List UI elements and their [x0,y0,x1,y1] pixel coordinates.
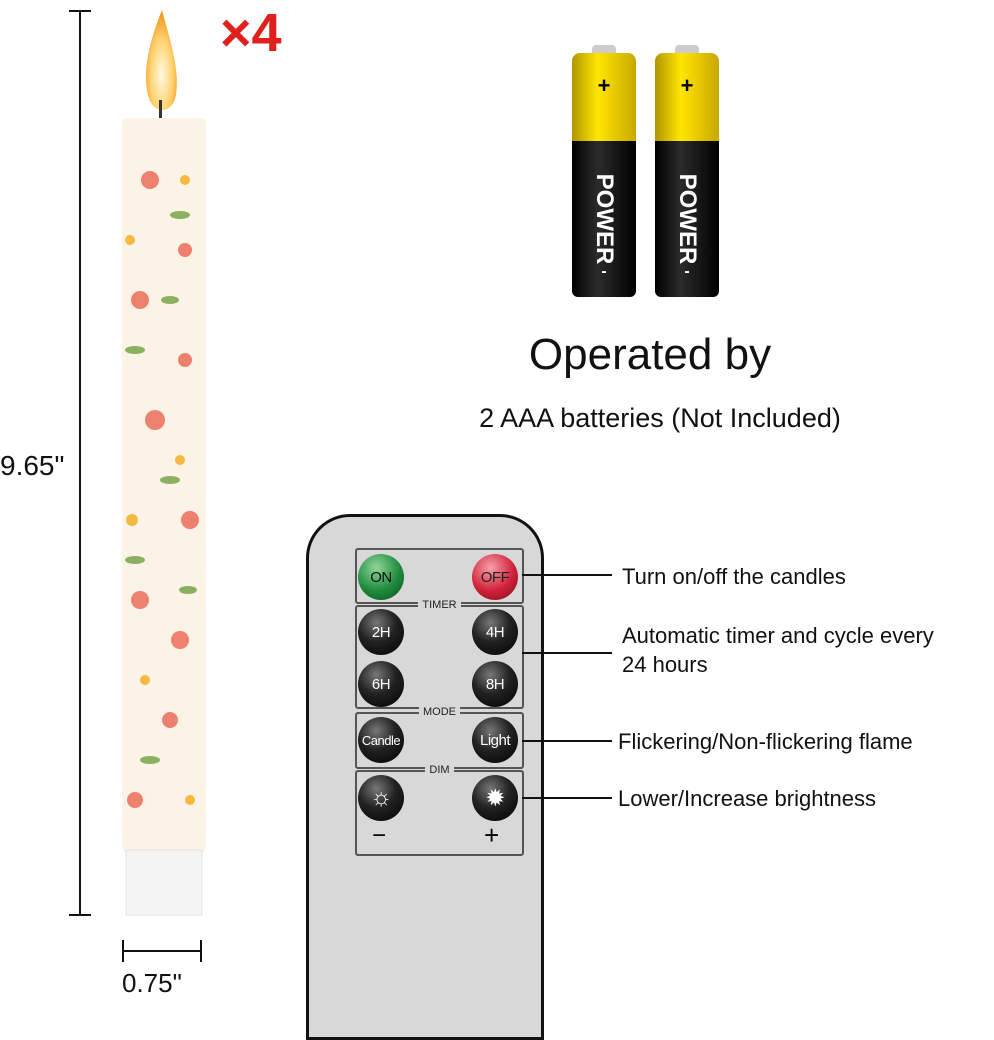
timer-title: TIMER [418,599,461,611]
dim-minus-label: − [372,822,387,849]
operated-subtitle: 2 AAA batteries (Not Included) [479,403,841,433]
quantity-label: ×4 [220,3,282,63]
battery-minus: - [601,263,607,280]
timer-4h-button[interactable]: 4H [472,609,518,655]
candle-image [122,10,206,916]
callout-line-mode [522,740,612,742]
width-cap-right [200,940,202,962]
battery-minus: - [684,263,690,280]
height-dimension-line [79,10,81,915]
timer-8h-button[interactable]: 8H [472,661,518,707]
dim-title: DIM [425,764,454,776]
sun-filled-icon: ✹ [485,784,505,812]
dim-down-button[interactable]: ☼ [358,775,404,821]
width-dimension-line [122,950,202,952]
width-label: 0.75" [122,968,182,998]
width-cap-left [122,940,124,962]
battery-plus: + [597,73,611,98]
battery-brand: POWER [674,173,701,265]
battery-brand: POWER [591,173,618,265]
on-button[interactable]: ON [358,554,404,600]
dim-cap-bottom [69,914,91,916]
battery-right: + POWER - [655,45,719,297]
dim-plus-label: + [484,820,500,850]
timer-2h-button[interactable]: 2H [358,609,404,655]
callout-mode: Flickering/Non-flickering flame [618,729,913,754]
candle-mode-button[interactable]: Candle [358,717,404,763]
callout-line-timer [522,652,612,654]
callout-timer: Automatic timer and cycle every 24 hours [622,623,934,677]
dim-up-button[interactable]: ✹ [472,775,518,821]
operated-title: Operated by [528,330,772,379]
battery-left: + POWER - [572,45,636,297]
timer-6h-button[interactable]: 6H [358,661,404,707]
callout-dim: Lower/Increase brightness [618,786,877,811]
height-label: 9.65" [0,450,65,482]
callout-power: Turn on/off the candles [622,564,846,589]
mode-title: MODE [419,706,460,718]
light-mode-button[interactable]: Light [472,717,518,763]
dim-panel: DIM [355,764,524,856]
battery-plus: + [680,73,694,98]
dim-cap-top [69,10,91,12]
callout-line-dim [522,797,612,799]
sun-outline-icon: ☼ [370,784,392,811]
callout-line-power [522,574,612,576]
off-button[interactable]: OFF [472,554,518,600]
